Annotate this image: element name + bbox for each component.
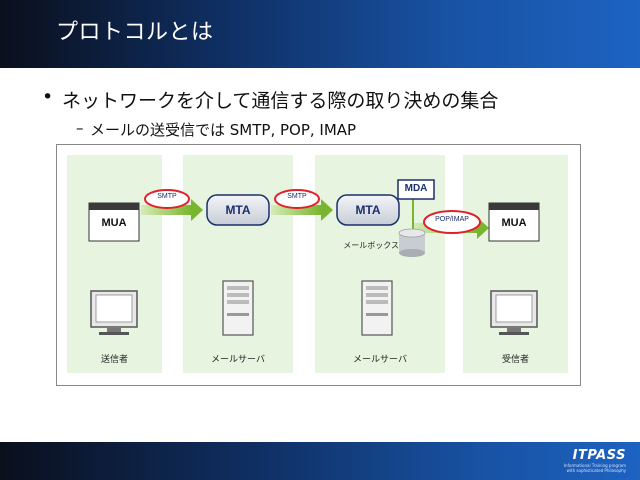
smtp-1-label: SMTP — [157, 193, 177, 200]
server-1-column — [183, 155, 293, 373]
brand-logo: ITPASS — [572, 448, 626, 463]
mailbox-cylinder-icon — [398, 228, 426, 257]
mua-right-window — [488, 202, 540, 242]
server-2-tower-icon — [361, 280, 393, 336]
brand-subtitle-2: with sophisticated Philosophy — [566, 468, 626, 473]
mta-2-box — [336, 194, 400, 226]
bullet-list: • ネットワークを介して通信する際の取り決めの集合 – メールの送受信では SM… — [42, 86, 499, 140]
mua-right-label: MUA — [501, 217, 527, 229]
smtp-2-ring — [274, 189, 320, 209]
sender-caption: 送信者 — [100, 355, 128, 365]
bullet-sub: – メールの送受信では SMTP, POP, IMAP — [76, 119, 498, 140]
mail-flow-diagram: MUA MTA MTA MDA MUA SMTP SMTP POP/IMAP メ… — [56, 144, 581, 386]
title-bar: プロトコルとは — [0, 0, 640, 68]
bullet-main-text: ネットワークを介して通信する際の取り決めの集合 — [62, 90, 499, 112]
sender-monitor-icon — [90, 290, 138, 335]
server-1-caption: メールサーバ — [211, 355, 265, 365]
pop-imap-ring — [423, 210, 481, 234]
sender-column — [67, 155, 162, 373]
server-2-caption: メールサーバ — [353, 355, 407, 365]
mda-label: MDA — [404, 183, 428, 194]
mta-1-box — [206, 194, 270, 226]
mda-box — [397, 179, 435, 200]
mta-2-label: MTA — [355, 203, 381, 217]
bullet-dot-icon: • — [42, 86, 54, 108]
receiver-caption: 受信者 — [501, 355, 529, 365]
server-1-tower-icon — [222, 280, 254, 336]
arrow-mua-to-mta — [141, 199, 203, 221]
receiver-monitor-icon — [490, 290, 538, 335]
mua-left-window — [88, 202, 140, 242]
arrow-mta-to-mta — [271, 199, 333, 221]
smtp-2-label: SMTP — [287, 193, 307, 200]
slide-title: プロトコルとは — [56, 20, 214, 45]
diagram-graphics — [88, 179, 540, 336]
brand-subtitle-1: Informational Training program — [563, 463, 626, 468]
receiver-column — [463, 155, 568, 373]
mta-1-label: MTA — [225, 203, 251, 217]
bullet-main: • ネットワークを介して通信する際の取り決めの集合 — [42, 86, 499, 113]
footer-bar — [0, 442, 640, 480]
bullet-sub-text: メールの送受信では SMTP, POP, IMAP — [90, 121, 357, 139]
brand-block: ITPASS Informational Training program wi… — [564, 448, 626, 473]
smtp-1-ring — [144, 189, 190, 209]
mailbox-label: メールボックス — [343, 241, 399, 250]
mua-left-label: MUA — [101, 217, 127, 229]
pop-imap-label: POP/IMAP — [435, 216, 469, 223]
bullet-dash-icon: – — [76, 119, 84, 137]
